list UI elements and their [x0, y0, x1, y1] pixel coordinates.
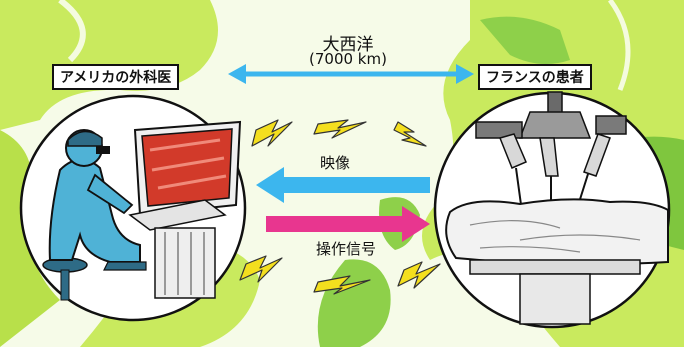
- video-signal-arrow: [256, 167, 430, 203]
- left-party-label: アメリカの外科医: [52, 64, 180, 90]
- video-signal-label: 映像: [319, 154, 350, 172]
- lightning-bolt: [397, 261, 441, 289]
- link-arrow: [228, 64, 474, 84]
- lightning-bolt: [251, 119, 293, 147]
- ocean-distance: (7000 km): [309, 50, 387, 68]
- right-party-label: フランスの患者: [478, 64, 592, 90]
- control-signal-arrow: [266, 206, 430, 242]
- lightning-bolt: [313, 119, 367, 139]
- patient-scene: [433, 91, 671, 329]
- surgeon-scene: [19, 94, 247, 322]
- lightning-bolt: [239, 255, 283, 283]
- control-signal-label: 操作信号: [315, 240, 376, 258]
- lightning-bolt: [313, 275, 371, 295]
- lightning-bolt: [393, 121, 427, 147]
- lightning-bolts: [239, 119, 441, 295]
- ocean-name: 大西洋: [322, 35, 374, 55]
